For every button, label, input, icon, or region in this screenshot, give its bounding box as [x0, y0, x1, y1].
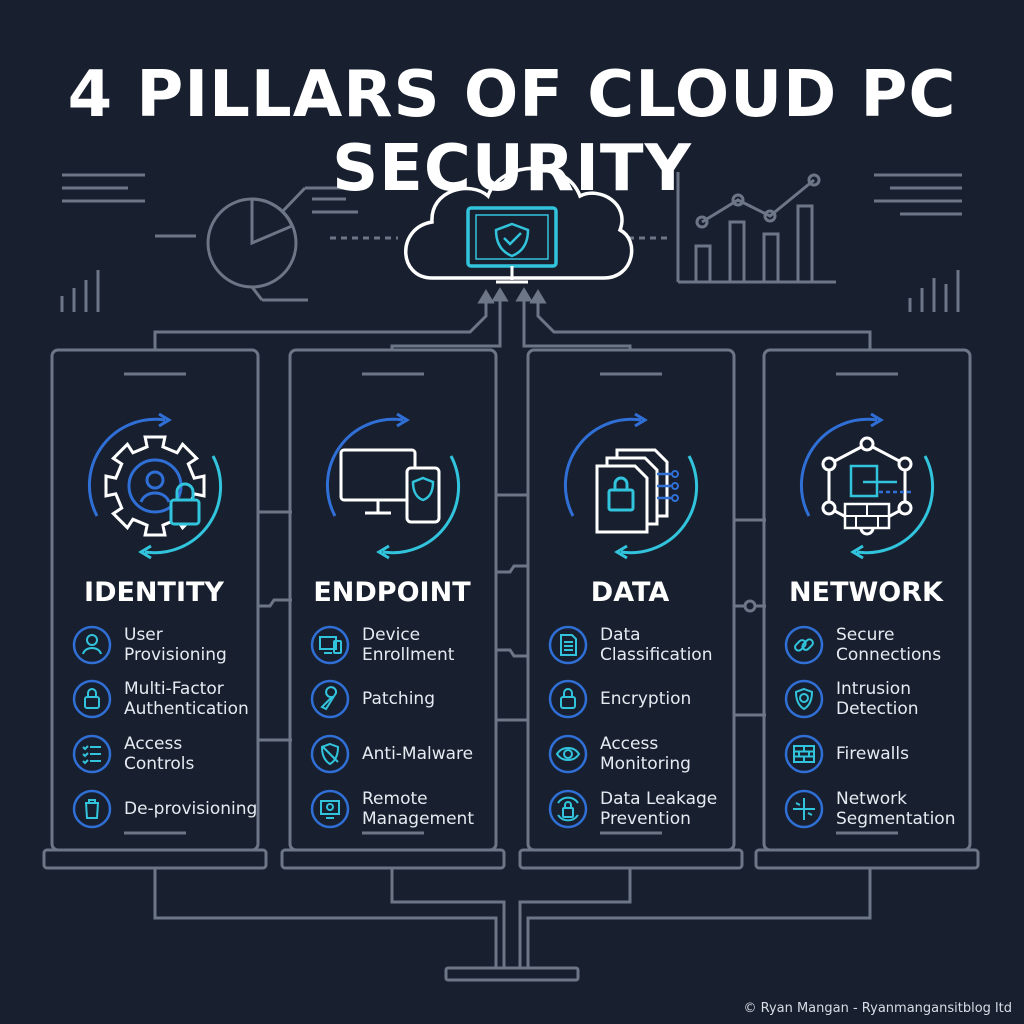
pillar-item-label-line1: Access	[600, 734, 659, 754]
pillars-frames	[42, 348, 980, 870]
devices-shield-icon	[325, 412, 461, 560]
pillar-item-label-line2: Connections	[836, 645, 942, 665]
pillar-item-label-line2: Detection	[836, 699, 919, 719]
lock-cycle-icon	[548, 789, 588, 829]
user-icon	[72, 625, 112, 665]
pillar-title-endpoint: ENDPOINT	[313, 577, 471, 608]
decor-right	[628, 172, 962, 312]
pillar-item-label-line2: Management	[362, 809, 474, 829]
pillar-item-label-line1: Remote	[362, 789, 428, 809]
pillar-item-label-line1: De-provisioning	[124, 799, 258, 819]
copyright-footer: © Ryan Mangan - Ryanmangansitblog ltd	[743, 1001, 1012, 1016]
bottom-connectors	[153, 868, 872, 982]
remote-monitor-icon	[310, 789, 350, 829]
pillar-item-label-line1: Multi-Factor	[124, 679, 224, 699]
pillar-item-label-line1: Encryption	[600, 689, 692, 709]
pillar-item-label-line2: Provisioning	[124, 645, 227, 665]
cloud-connectors	[153, 287, 872, 350]
pillar-item-label-line1: Data Leakage	[600, 789, 718, 809]
pillar-item-label-line2: Controls	[124, 754, 195, 774]
hero-icons	[87, 412, 935, 560]
pillar-title-data: DATA	[590, 577, 670, 608]
brick-wall-icon	[784, 734, 824, 774]
pillar-item: Encryption	[548, 676, 740, 722]
pillar-item: Firewalls	[784, 731, 976, 777]
shield-slash-icon	[310, 734, 350, 774]
lock-icon	[72, 679, 112, 719]
pillar-item-label-line2: Classification	[600, 645, 713, 665]
pillar-item-label: Patching	[362, 689, 502, 709]
pillar-item-label-line2: Prevention	[600, 809, 691, 829]
pillar-item-label-line1: Intrusion	[836, 679, 911, 699]
pillar-item-label-line1: Firewalls	[836, 744, 909, 764]
pillar-item-label-line2: Enrollment	[362, 645, 455, 665]
pillar-item-label-line1: Secure	[836, 625, 895, 645]
eye-icon	[548, 734, 588, 774]
pillar-item-label: Anti-Malware	[362, 744, 502, 764]
pillar-title-network: NETWORK	[789, 577, 943, 608]
pillar-item-label-line1: Device	[362, 625, 421, 645]
segment-icon	[784, 789, 824, 829]
pillar-item-label-line1: User	[124, 625, 163, 645]
pillar-item-label-line1: Access	[124, 734, 183, 754]
devices-icon	[310, 625, 350, 665]
side-connectors	[258, 493, 766, 742]
virus-shield-icon	[784, 679, 824, 719]
page-title: 4 PILLARS OF CLOUD PC SECURITY	[67, 58, 957, 206]
pillar-frame-3	[754, 348, 980, 870]
pillar-item-label-line1: Data	[600, 625, 641, 645]
pillar-item-label-line2: Segmentation	[836, 809, 956, 829]
network-firewall-icon	[799, 412, 935, 560]
pillar-item: De-provisioning	[72, 786, 264, 832]
pillar-item-label-line1: Network	[836, 789, 907, 809]
document-icon	[548, 625, 588, 665]
wrench-icon	[310, 679, 350, 719]
pillar-item-label-line2: Authentication	[124, 699, 249, 719]
pillar-title-identity: IDENTITY	[84, 577, 224, 608]
cloud-pc-icon	[404, 166, 634, 284]
checklist-icon	[72, 734, 112, 774]
trash-icon	[72, 789, 112, 829]
decor-left	[60, 173, 398, 312]
pillar-item-label: De-provisioning	[124, 799, 264, 819]
gear-user-lock-icon	[87, 412, 223, 560]
documents-lock-icon	[563, 412, 699, 560]
pillar-item-label-line2: Monitoring	[600, 754, 691, 774]
pillar-item-label: Firewalls	[836, 744, 976, 764]
link-icon	[784, 625, 824, 665]
pillar-item: Anti-Malware	[310, 731, 502, 777]
pillar-item-label-line1: Patching	[362, 689, 435, 709]
pillar-item-label: Encryption	[600, 689, 740, 709]
pillar-item: Patching	[310, 676, 502, 722]
pillar-item-label-line1: Anti-Malware	[362, 744, 474, 764]
lock-icon	[548, 679, 588, 719]
